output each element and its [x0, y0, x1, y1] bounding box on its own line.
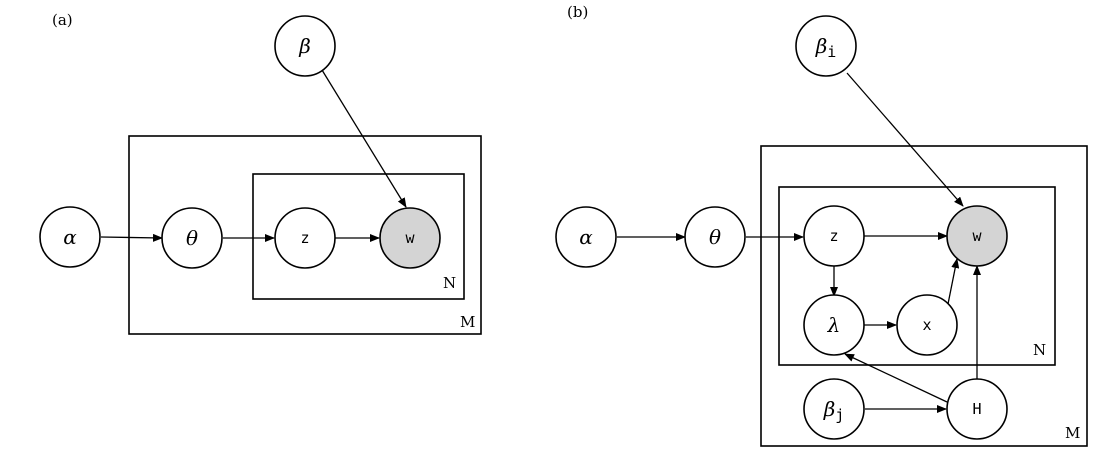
node-b-x-label: x: [922, 316, 931, 334]
node-b-beta-j-subscript: j: [835, 406, 844, 424]
edges-a: [100, 69, 407, 242]
edge-b-x-w-visible: [947, 258, 960, 305]
plate-a-outer: [128, 135, 482, 335]
node-b-beta-j-symbol: β: [823, 397, 836, 421]
node-b-theta: θ: [684, 206, 746, 268]
node-b-w-label: w: [972, 227, 982, 245]
node-a-w-label: w: [405, 229, 415, 247]
plate-b-inner-label: N: [1033, 341, 1046, 359]
node-b-beta-j-label: βj: [823, 397, 845, 424]
panel-a-label: (a): [52, 11, 73, 29]
node-b-beta-i-label: βi: [815, 34, 837, 61]
node-b-H-label: H: [972, 400, 981, 418]
node-a-beta-label: β: [298, 34, 311, 58]
node-b-beta-i-symbol: β: [815, 34, 828, 58]
node-a-alpha-label: α: [63, 225, 77, 249]
node-b-H: H: [946, 378, 1008, 440]
node-b-z-label: z: [829, 227, 838, 245]
panel-b: (b) M N α θ βi: [555, 3, 1088, 447]
plate-b-outer: [760, 145, 1088, 447]
node-a-theta: θ: [161, 207, 223, 269]
node-b-lambda: λ: [803, 294, 865, 356]
node-a-z-label: z: [300, 229, 309, 247]
node-b-beta-i-subscript: i: [827, 43, 836, 61]
edge-a-beta-w: [321, 69, 407, 208]
edge-a-alpha-theta: [100, 233, 163, 242]
node-b-x: x: [896, 294, 958, 356]
edge-b-H-lambda: [844, 353, 948, 403]
plate-b-inner: [778, 186, 1056, 366]
node-a-z: z: [274, 207, 336, 269]
panel-a: (a) M N α θ β z w: [39, 11, 482, 335]
node-b-beta-i: βi: [795, 15, 857, 77]
node-b-w: w: [946, 205, 1008, 267]
node-a-theta-label: θ: [186, 226, 198, 250]
node-b-theta-label: θ: [709, 225, 721, 249]
node-b-lambda-label: λ: [827, 313, 841, 337]
node-a-beta: β: [274, 15, 336, 77]
plate-a-inner-label: N: [443, 274, 456, 292]
plate-a-outer-label: M: [460, 313, 475, 331]
node-b-beta-j: βj: [803, 378, 865, 440]
node-b-alpha-label: α: [579, 225, 593, 249]
node-a-alpha: α: [39, 206, 101, 268]
edge-b-betai-w: [846, 72, 964, 207]
node-b-alpha: α: [555, 206, 617, 268]
node-b-z: z: [803, 205, 865, 267]
plate-a-inner: [252, 173, 465, 300]
node-a-w: w: [379, 207, 441, 269]
plate-b-outer-label: M: [1065, 424, 1080, 442]
panel-b-label: (b): [567, 3, 588, 21]
edges-b: [617, 72, 981, 413]
